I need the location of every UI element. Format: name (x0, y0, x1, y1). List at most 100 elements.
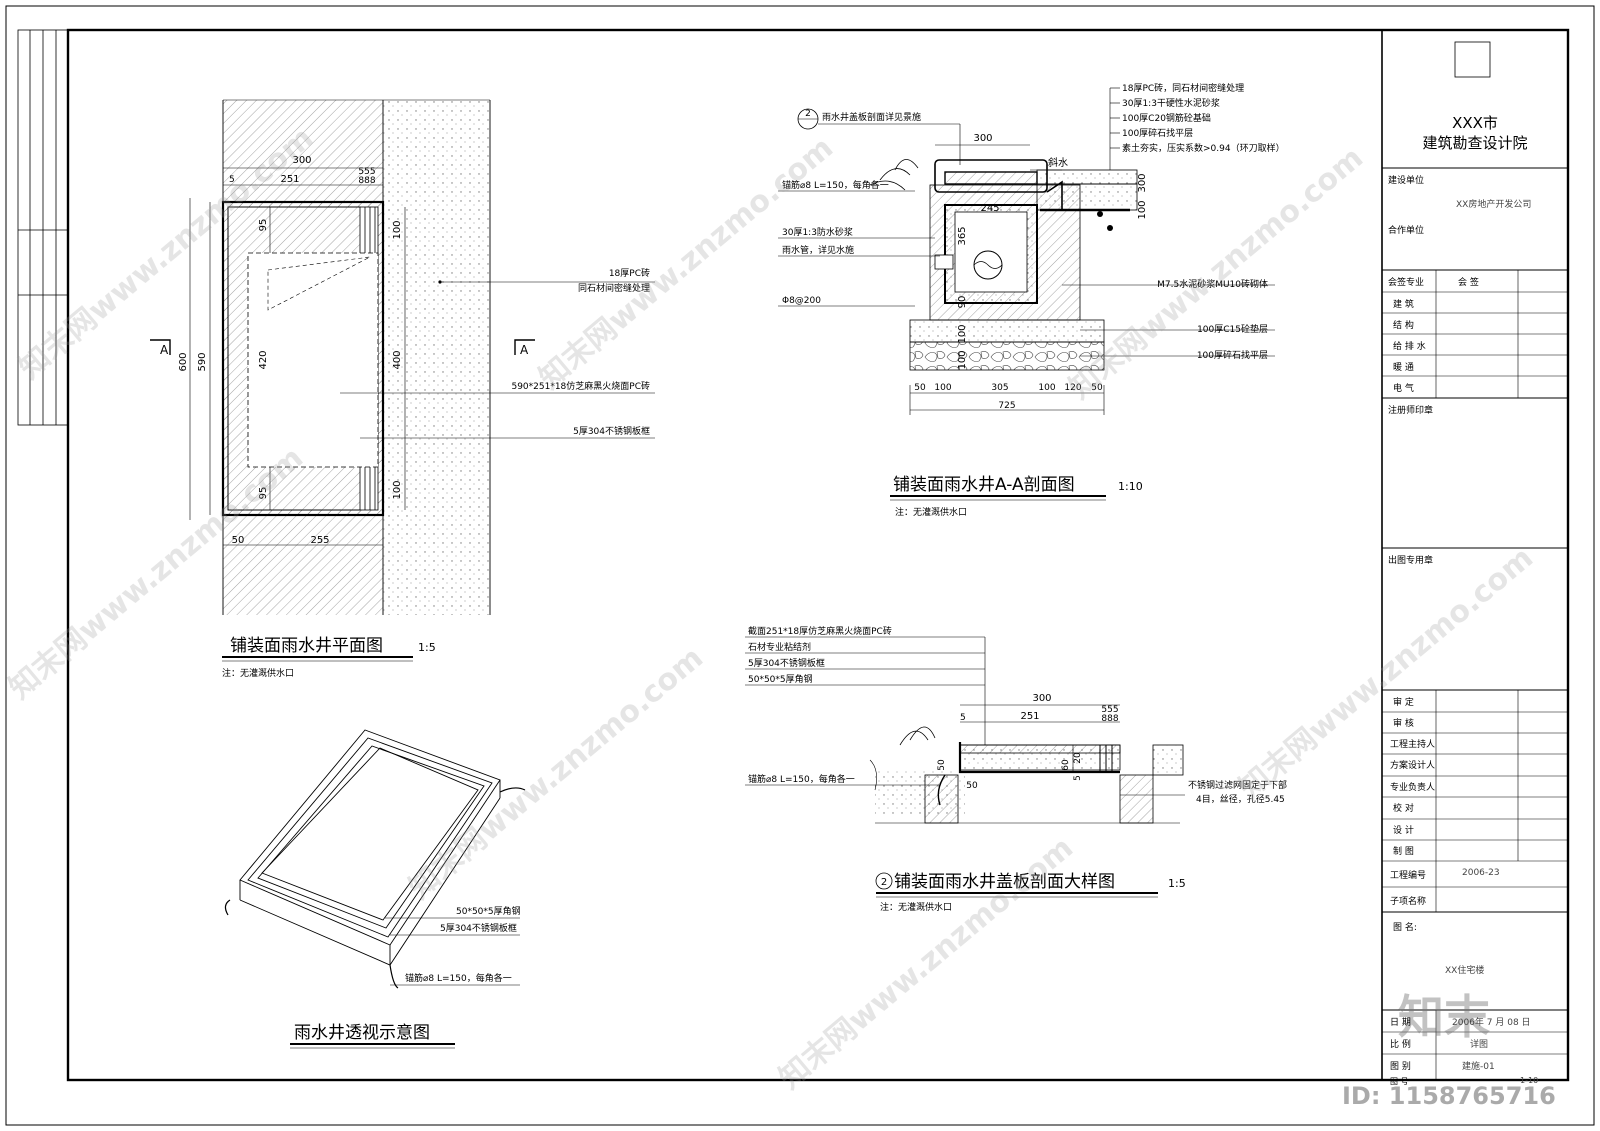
detail-dim-5: 5 (960, 713, 966, 723)
detail-dim-50: 50 (937, 759, 947, 771)
role-discipline-lead: 专业负责人 (1390, 783, 1436, 793)
section-dim-b120: 120 (1064, 383, 1081, 393)
plan-dim-5: 5 (229, 175, 235, 185)
detail-dim-20: 20 (1073, 752, 1083, 764)
binding-strip (17, 29, 69, 426)
detail-callout-anchor: 锚筋⌀8 L=150，每角各一 (748, 773, 855, 785)
drawing-name-label: 图 名: (1393, 923, 1417, 933)
section-ref-text: 雨水井盖板剖面详见景施 (822, 111, 921, 123)
plan-dim-100-bottom: 100 (392, 480, 403, 499)
section-dim-365: 365 (957, 226, 968, 245)
drawing-frame (66, 28, 1570, 1082)
role-design: 设 计 (1393, 826, 1414, 836)
section-dim-b50a: 50 (914, 383, 926, 393)
plan-view: 300 251 555 888 5 600 590 95 95 420 100 … (150, 99, 655, 679)
section-slope-label: 斜水 (1048, 156, 1068, 169)
plan-dim-95-bottom: 95 (258, 487, 269, 500)
persp-callout-frame: 5厚304不锈钢板框 (440, 922, 517, 934)
detail-dim-251: 251 (1020, 711, 1039, 722)
detail-scale: 1:5 (1168, 877, 1186, 890)
stamp-label: 注册师印章 (1388, 406, 1434, 416)
section-layer-2: 30厚1:3干硬性水泥砂浆 (1122, 97, 1220, 109)
drawing-name-value: XX住宅楼 (1445, 966, 1485, 976)
plan-section-mark-right: A (520, 343, 529, 357)
discipline-plumbing: 给 排 水 (1393, 342, 1426, 352)
detail-title: 铺装面雨水井盖板剖面大样图 (894, 872, 1115, 892)
role-review: 审 核 (1393, 719, 1414, 729)
section-callout-gravel: 100厚碎石找平层 (1197, 349, 1268, 361)
detail-filter-line2: 4目，丝径，孔径5.45 (1196, 793, 1285, 805)
section-dim-100-right: 100 (1137, 200, 1148, 219)
discipline-struct: 结 构 (1393, 321, 1414, 331)
section-dim-300-right: 300 (1137, 173, 1148, 192)
section-callout-rebar: Φ8@200 (782, 296, 821, 306)
plan-dim-555: 555 (358, 167, 375, 177)
date-label: 日 期 (1390, 1018, 1411, 1028)
detail-dim-50b: 50 (966, 781, 978, 791)
section-dim-b100a: 100 (934, 383, 951, 393)
section-callout-c15: 100厚C15砼垫层 (1197, 323, 1268, 335)
perspective-view (224, 729, 526, 989)
plan-dim-251: 251 (280, 174, 299, 185)
detail-dim-888: 888 (1101, 714, 1118, 724)
detail-callout-adhesive: 石材专业粘结剂 (748, 641, 811, 653)
section-callout-mortar: 30厚1:3防水砂浆 (782, 226, 853, 238)
section-scale: 1:10 (1118, 480, 1143, 493)
detail-dim-555: 555 (1101, 705, 1118, 715)
project-no-label: 工程编号 (1390, 871, 1427, 881)
category-label: 图 别 (1390, 1062, 1411, 1072)
plan-dim-888: 888 (358, 176, 375, 186)
plan-dim-95-top: 95 (258, 219, 269, 232)
plan-callout-frame: 5厚304不锈钢板框 (573, 425, 650, 437)
watermark-6: 知末网www.znzmo.com (773, 830, 1080, 1096)
plan-dim-50: 50 (232, 535, 245, 546)
section-dim-300: 300 (973, 133, 992, 144)
discipline-arch: 建 筑 (1393, 300, 1414, 310)
plan-dim-400: 400 (392, 350, 403, 369)
section-callout-pipe: 雨水管，详见水施 (782, 244, 854, 256)
cover-detail: 300 251 555 888 5 50 60 20 5 50 截面251*18… (745, 625, 1287, 913)
project-no-value: 2006-23 (1462, 868, 1500, 878)
persp-callout-anchor: 锚筋⌀8 L=150，每角各一 (405, 972, 512, 984)
discipline-hvac: 暖 通 (1393, 363, 1414, 373)
client-label: 建设单位 (1388, 176, 1425, 186)
institute-name-line1: XXX市 (1452, 114, 1498, 132)
sheet-label: 图 号 (1390, 1077, 1409, 1086)
section-dim-725: 725 (998, 401, 1015, 411)
plan-dim-300: 300 (292, 155, 311, 166)
issue-stamp-label: 出图专用章 (1388, 556, 1434, 566)
detail-callout-angle: 50*50*5厚角钢 (748, 673, 813, 685)
plan-note: 注：无灌溉供水口 (222, 667, 294, 679)
section-title: 铺装面雨水井A-A剖面图 (893, 475, 1075, 495)
detail-dim-60: 60 (1061, 759, 1071, 771)
detail-callout-brick: 截面251*18厚仿芝麻黑火烧面PC砖 (748, 625, 892, 637)
section-layer-4: 100厚碎石找平层 (1122, 127, 1193, 139)
section-callout-anchor: 锚筋⌀8 L=150，每角各一 (782, 179, 889, 191)
scale-value: 详图 (1470, 1040, 1489, 1050)
section-dim-100-a: 100 (957, 324, 968, 343)
section-dim-90: 90 (957, 296, 968, 309)
section-dim-b305: 305 (991, 383, 1008, 393)
section-layer-1: 18厚PC砖，同石材间密缝处理 (1122, 82, 1244, 94)
institute-name-line2: 建筑勘查设计院 (1422, 134, 1528, 152)
detail-callout-frame: 5厚304不锈钢板框 (748, 657, 825, 669)
subitem-label: 子项名称 (1390, 897, 1427, 907)
plan-dim-590: 590 (197, 352, 208, 371)
section-layer-3: 100厚C20钢筋砼基础 (1122, 112, 1211, 124)
persp-title: 雨水井透视示意图 (294, 1023, 430, 1043)
watermark-brand: 知末 (1398, 990, 1490, 1044)
partner-label: 合作单位 (1388, 226, 1425, 236)
detail-dim-5b: 5 (1073, 775, 1083, 781)
title-block (1381, 30, 1568, 1080)
plan-callout-joint: 同石材间密缝处理 (578, 282, 650, 294)
category-value: 建施-01 (1462, 1062, 1495, 1072)
detail-ref-no: 2 (881, 877, 887, 888)
section-layer-5: 素土夯实，压实系数>0.94（环刀取样） (1122, 142, 1285, 154)
plan-dim-100-top: 100 (392, 220, 403, 239)
plan-callout-cover: 590*251*18仿芝麻黑火烧面PC砖 (511, 380, 650, 392)
plan-scale: 1:5 (418, 641, 436, 654)
watermark-7: 知末网www.znzmo.com (1233, 540, 1540, 806)
section-dim-b100b: 100 (1038, 383, 1055, 393)
countersign-header: 会签专业 (1388, 278, 1425, 288)
role-draw: 制 图 (1393, 847, 1414, 857)
